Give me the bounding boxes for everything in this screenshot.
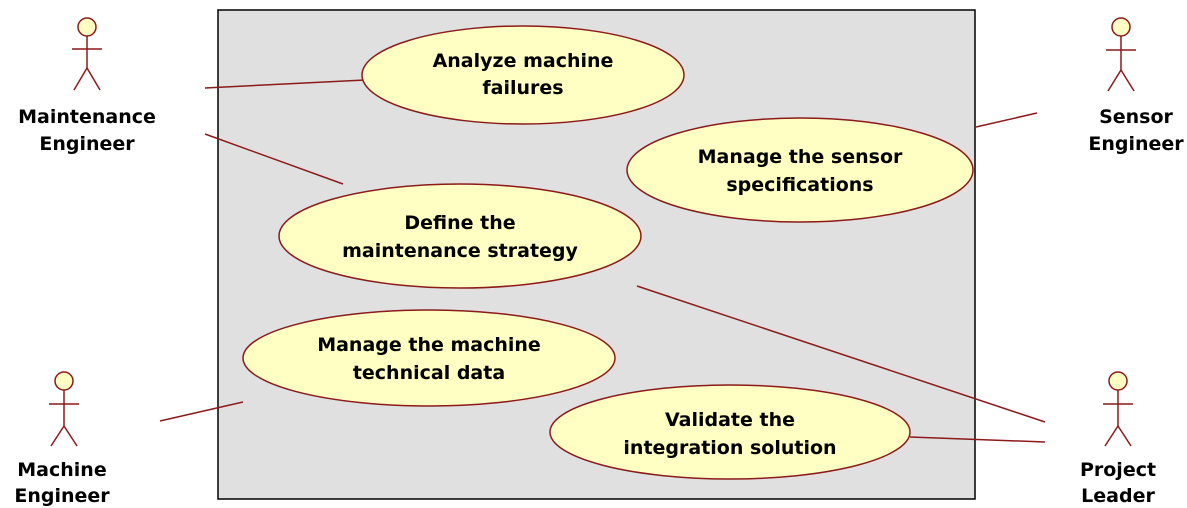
use-case-manage-machine-technical-data[interactable]: Manage the machine technical data [242, 309, 616, 407]
association-maintenance-define [204, 133, 344, 185]
stick-figure-icon [49, 371, 79, 447]
use-case-ellipse [361, 25, 685, 125]
use-case-validate-integration-solution[interactable]: Validate the integration solution [549, 384, 911, 480]
actor-maintenance-engineer[interactable]: Maintenance Engineer [18, 17, 156, 155]
association-leader-validate [909, 436, 1046, 443]
use-case-label-line-2: integration solution [623, 437, 836, 459]
use-case-ellipse [549, 384, 911, 480]
use-case-ellipse [278, 183, 642, 289]
use-case-label-line-1: Validate the [665, 409, 795, 431]
stick-figure-icon [1106, 17, 1136, 92]
use-case-label-line-2: maintenance strategy [342, 240, 578, 262]
stick-figure-icon [1103, 371, 1133, 447]
actor-label-line-1: Project [1080, 459, 1156, 481]
actor-label-line-2: Engineer [14, 485, 110, 507]
association-machine-data [159, 401, 244, 422]
use-case-label-line-1: Manage the sensor [698, 146, 903, 168]
use-case-label-line-2: technical data [353, 362, 505, 384]
use-case-define-maintenance-strategy[interactable]: Define the maintenance strategy [278, 183, 642, 289]
actor-sensor-engineer[interactable]: Sensor Engineer [1088, 17, 1184, 155]
stick-figure-icon [72, 17, 102, 91]
use-case-label-line-1: Analyze machine [433, 50, 614, 72]
use-case-analyze-machine-failures[interactable]: Analyze machine failures [361, 25, 685, 125]
use-case-label-line-1: Manage the machine [317, 334, 541, 356]
use-case-label-line-2: specifications [726, 174, 873, 196]
actor-label-line-2: Engineer [39, 133, 135, 155]
association-sensor-manage [975, 112, 1038, 128]
use-case-label-line-2: failures [482, 77, 563, 99]
actor-label-line-1: Machine [17, 459, 106, 481]
actor-label-line-2: Leader [1081, 485, 1155, 507]
associations [159, 79, 1046, 443]
use-case-manage-sensor-specifications[interactable]: Manage the sensor specifications [626, 117, 974, 223]
actor-label-line-1: Sensor [1099, 106, 1173, 128]
use-case-label-line-1: Define the [404, 212, 515, 234]
actor-label-line-1: Maintenance [18, 106, 156, 128]
use-case-ellipse [626, 117, 974, 223]
actor-label-line-2: Engineer [1088, 133, 1184, 155]
association-leader-define [636, 285, 1046, 423]
association-maintenance-analyze [204, 79, 366, 89]
use-case-ellipse [242, 309, 616, 407]
actor-project-leader[interactable]: Project Leader [1080, 371, 1156, 507]
actor-machine-engineer[interactable]: Machine Engineer [14, 371, 110, 507]
